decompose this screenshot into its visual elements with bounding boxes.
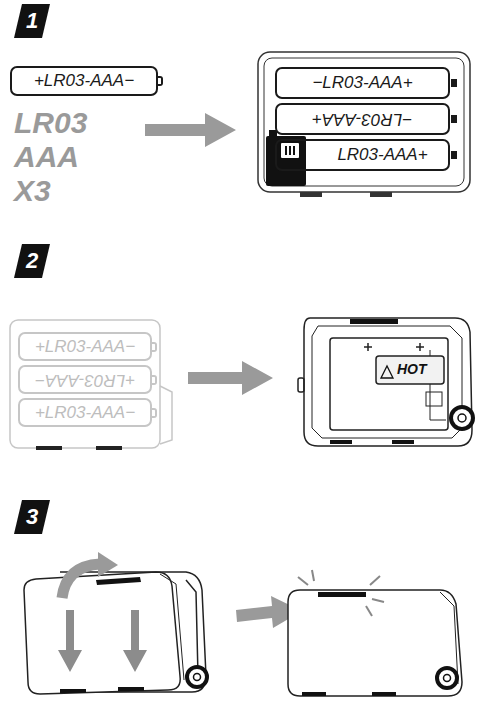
battery-label: −LR03-AAA+ bbox=[312, 109, 412, 129]
step-badge: 2 bbox=[14, 244, 50, 278]
battery-cover bbox=[24, 572, 180, 694]
housing-knob-center bbox=[444, 675, 451, 682]
holder-tab bbox=[370, 192, 392, 197]
housing-tab bbox=[330, 440, 352, 444]
battery-label: +LR03-AAA− bbox=[35, 403, 135, 423]
rotate-arrow-head bbox=[98, 552, 118, 577]
cover-tab bbox=[118, 687, 144, 691]
housing-bar bbox=[318, 592, 366, 597]
housing-knob bbox=[187, 667, 207, 687]
step-number: 3 bbox=[26, 504, 38, 530]
badge-parallelogram bbox=[14, 4, 50, 38]
step-arrow bbox=[188, 361, 273, 395]
battery-count: X3 bbox=[14, 174, 51, 207]
battery-terminal bbox=[152, 342, 157, 352]
battery: LR03-AAA+ bbox=[275, 139, 450, 171]
battery-size: AAA bbox=[14, 140, 79, 173]
battery: −LR03-AAA+ bbox=[275, 67, 450, 99]
housing-tab bbox=[372, 692, 396, 696]
warning-triangle bbox=[381, 366, 393, 378]
step-number: 2 bbox=[26, 248, 38, 274]
step-arrow bbox=[145, 113, 236, 147]
battery-holder-inner bbox=[264, 58, 464, 186]
holder-side bbox=[160, 386, 172, 444]
battery-label: +LR03-AAA− bbox=[34, 71, 134, 91]
housing-knob bbox=[437, 668, 457, 688]
step-badge: 3 bbox=[14, 500, 50, 534]
cover-edge bbox=[160, 574, 184, 680]
housing-tab bbox=[392, 440, 414, 444]
cover-bar bbox=[96, 577, 141, 585]
closed-housing bbox=[288, 590, 462, 696]
battery-holder bbox=[10, 320, 160, 448]
holder-tab bbox=[36, 446, 62, 450]
press-arrow bbox=[58, 610, 82, 672]
battery-terminal bbox=[451, 151, 457, 159]
battery-label: +LR03-AAA− bbox=[35, 370, 135, 390]
rotate-arrow bbox=[62, 564, 100, 598]
step-number: 1 bbox=[26, 8, 38, 34]
battery-label: LR03-AAA+ bbox=[337, 145, 427, 165]
press-arrow bbox=[123, 610, 147, 672]
housing-bar bbox=[350, 319, 398, 324]
battery-terminal bbox=[451, 79, 457, 87]
battery-type: LR03 bbox=[14, 106, 87, 139]
housing-tab bbox=[302, 692, 326, 696]
step-badge: 1 bbox=[14, 4, 50, 38]
battery: +LR03-AAA− bbox=[18, 332, 152, 361]
housing-knob bbox=[451, 407, 473, 429]
click-marks bbox=[298, 570, 384, 616]
badge-parallelogram bbox=[14, 244, 50, 278]
battery-label: +LR03-AAA− bbox=[35, 337, 135, 357]
battery: +LR03-AAA− bbox=[10, 66, 158, 96]
battery-terminal bbox=[158, 76, 163, 86]
battery: −LR03-AAA+ bbox=[275, 103, 450, 135]
housing-knob-center bbox=[458, 414, 466, 422]
battery: +LR03-AAA− bbox=[18, 365, 152, 394]
holder-tab bbox=[96, 446, 122, 450]
battery-label: −LR03-AAA+ bbox=[312, 73, 412, 93]
battery-holder bbox=[258, 52, 470, 192]
battery-terminal bbox=[451, 115, 457, 123]
headlamp-housing bbox=[298, 318, 472, 446]
battery-terminal bbox=[152, 408, 157, 418]
housing-knob-center bbox=[194, 674, 201, 681]
cover-tab bbox=[60, 689, 86, 693]
battery: +LR03-AAA− bbox=[18, 398, 152, 427]
badge-parallelogram bbox=[14, 500, 50, 534]
battery-terminal bbox=[152, 375, 157, 385]
holder-tab bbox=[300, 192, 322, 197]
hot-warning: HOT bbox=[397, 362, 427, 377]
